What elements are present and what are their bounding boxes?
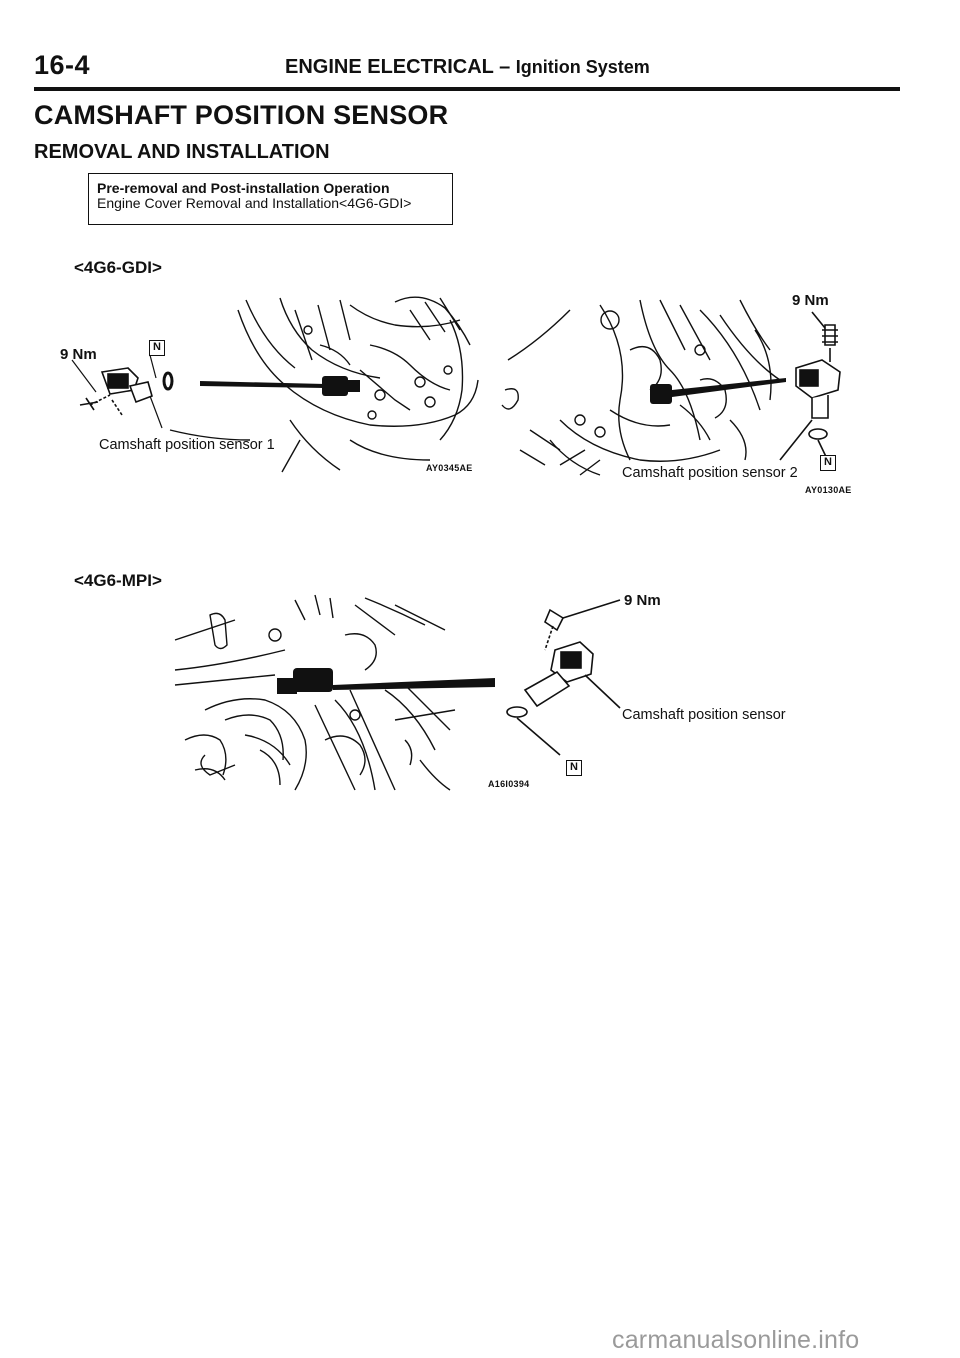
section-title: ENGINE ELECTRICAL – Ignition System [285,56,650,79]
watermark: carmanualsonline.info [612,1326,860,1354]
subsection-name: Ignition System [515,57,650,77]
mpi-variant-label: <4G6-MPI> [74,571,162,590]
sensor1-exploded-part [79,367,174,416]
mpi-sensor-illustration [174,594,621,791]
page-number: 16-4 [34,50,91,80]
installed-sensor-shape [322,376,360,396]
sensor2-exploded-part [779,311,841,466]
section-name: ENGINE ELECTRICAL [285,56,494,78]
gdi-sensor2-figure-code: AY0130AE [805,485,852,495]
header-rule [34,87,900,91]
gdi-sensor2-torque: 9 Nm [792,292,829,309]
pre-operation-heading: Pre-removal and Post-installation Operat… [97,180,390,196]
procedure-title: REMOVAL AND INSTALLATION [34,141,330,163]
pre-operation-box: Pre-removal and Post-installation Operat… [88,173,453,225]
gdi-sensor1-illustration [71,296,479,473]
page-title: CAMSHAFT POSITION SENSOR [34,100,449,130]
gdi-sensor1-torque: 9 Nm [60,346,97,363]
mpi-sensor-exploded-part [506,599,621,756]
gdi-sensor2-n-mark: N [820,455,836,471]
gdi-sensor2-callout: Camshaft position sensor 2 [622,465,798,481]
gdi-variant-label: <4G6-GDI> [74,258,162,277]
gdi-sensor1-n-mark: N [149,340,165,356]
section-dash: – [499,56,511,78]
gdi-sensor1-figure-code: AY0345AE [426,463,473,473]
pre-operation-text: Engine Cover Removal and Installation<4G… [97,195,412,211]
mpi-sensor-figure-code: A16I0394 [488,779,530,789]
mpi-sensor-callout: Camshaft position sensor [622,707,786,723]
mpi-sensor-n-mark: N [566,760,582,776]
mpi-sensor-torque: 9 Nm [624,592,661,609]
gdi-sensor2-illustration [501,299,841,476]
gdi-sensor1-callout: Camshaft position sensor 1 [99,437,275,453]
